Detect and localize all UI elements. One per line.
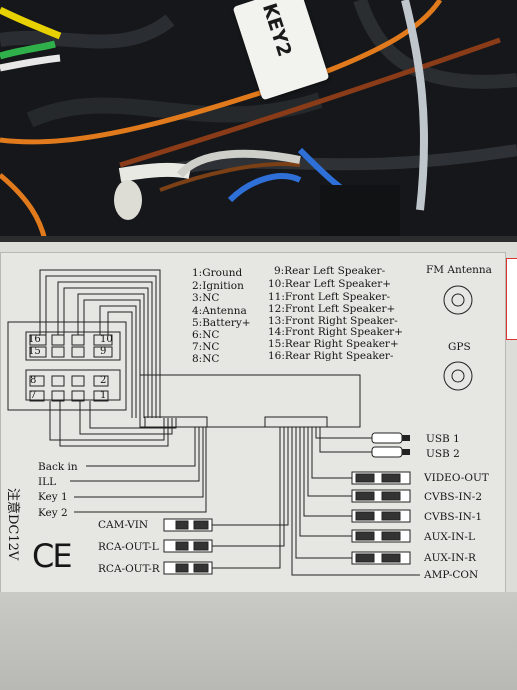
chassis-bottom	[0, 592, 517, 690]
back-in-label: Back in	[38, 461, 78, 473]
pin-8: 8	[30, 375, 37, 386]
key1-label: Key 1	[38, 491, 68, 503]
pin-desc-12: 12:Front Left Speaker+	[268, 303, 396, 315]
pin-desc-11: 11:Front Left Speaker-	[268, 291, 391, 303]
cvbs-in-1-label: CVBS-IN-1	[424, 511, 483, 523]
pin-16: 16	[28, 334, 41, 345]
pin-desc-9: 9:Rear Left Speaker-	[274, 265, 386, 277]
pin-desc-7: 7:NC	[192, 341, 220, 353]
usb-plugs	[371, 432, 410, 458]
aux-in-r-label: AUX-IN-R	[424, 552, 476, 564]
fm-antenna-label: FM Antenna	[426, 264, 492, 276]
pin-desc-2: 2:Ignition	[192, 280, 244, 292]
pin-desc-8: 8:NC	[192, 353, 220, 365]
red-sticker	[506, 258, 517, 340]
pin-9: 9	[100, 346, 107, 357]
pin-10: 10	[100, 334, 113, 345]
key2-label: Key 2	[38, 507, 68, 519]
pin-desc-13: 13:Front Right Speaker-	[268, 315, 398, 327]
ill-label: ILL	[38, 476, 57, 488]
cvbs-in-2-label: CVBS-IN-2	[424, 491, 483, 503]
pin-desc-6: 6:NC	[192, 329, 220, 341]
iso-connector	[7, 321, 127, 411]
amp-con-label: AMP-CON	[424, 569, 479, 581]
cam-vin-label: CAM-VIN	[98, 519, 149, 531]
usb2-label: USB 2	[426, 448, 460, 460]
pin-desc-5: 5:Battery+	[192, 317, 251, 329]
rca-plugs-right	[351, 471, 411, 565]
pin-desc-4: 4:Antenna	[192, 305, 247, 317]
pin-desc-3: 3:NC	[192, 292, 220, 304]
usb1-label: USB 1	[426, 433, 460, 445]
ce-mark: CE	[32, 537, 73, 575]
pin-desc-1: 1:Ground	[192, 267, 243, 279]
pin-desc-10: 10:Rear Left Speaker+	[268, 278, 392, 290]
gps-label: GPS	[448, 341, 471, 353]
pin-1: 1	[100, 390, 107, 401]
rca-out-r-label: RCA-OUT-R	[98, 563, 160, 575]
video-out-label: VIDEO-OUT	[424, 472, 489, 484]
voltage-note: 注意DC12V	[5, 488, 20, 561]
pin-15: 15	[28, 346, 41, 357]
pin-desc-16: 16:Rear Right Speaker-	[268, 350, 394, 362]
pin-7: 7	[30, 390, 37, 401]
aux-in-l-label: AUX-IN-L	[424, 531, 475, 543]
pin-desc-14: 14:Front Right Speaker+	[268, 326, 403, 338]
rca-out-l-label: RCA-OUT-L	[98, 541, 159, 553]
pin-2: 2	[100, 375, 107, 386]
rca-plugs-left	[163, 518, 213, 575]
pin-desc-15: 15:Rear Right Speaker+	[268, 338, 399, 350]
